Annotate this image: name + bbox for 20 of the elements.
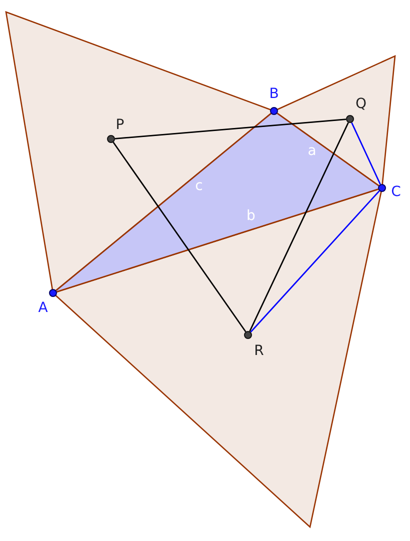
point-label: Q <box>355 96 367 112</box>
side-label: b <box>246 208 256 224</box>
side-label: c <box>195 178 203 194</box>
point-dot <box>378 184 386 192</box>
line-segment <box>351 122 381 185</box>
line-segment <box>56 188 378 292</box>
point-dot <box>270 107 278 115</box>
point-dot <box>49 289 57 297</box>
point-label: C <box>391 184 401 200</box>
line-segment <box>250 190 380 333</box>
point-label: P <box>116 117 124 133</box>
line-segment <box>56 113 272 291</box>
point-label: B <box>269 86 279 102</box>
point-label: R <box>254 343 264 359</box>
side-label: a <box>308 143 316 159</box>
line-segment <box>249 122 349 332</box>
line-segment <box>276 112 380 186</box>
line-segment <box>114 118 346 140</box>
point-label: A <box>38 300 48 316</box>
line-segment <box>112 142 246 332</box>
